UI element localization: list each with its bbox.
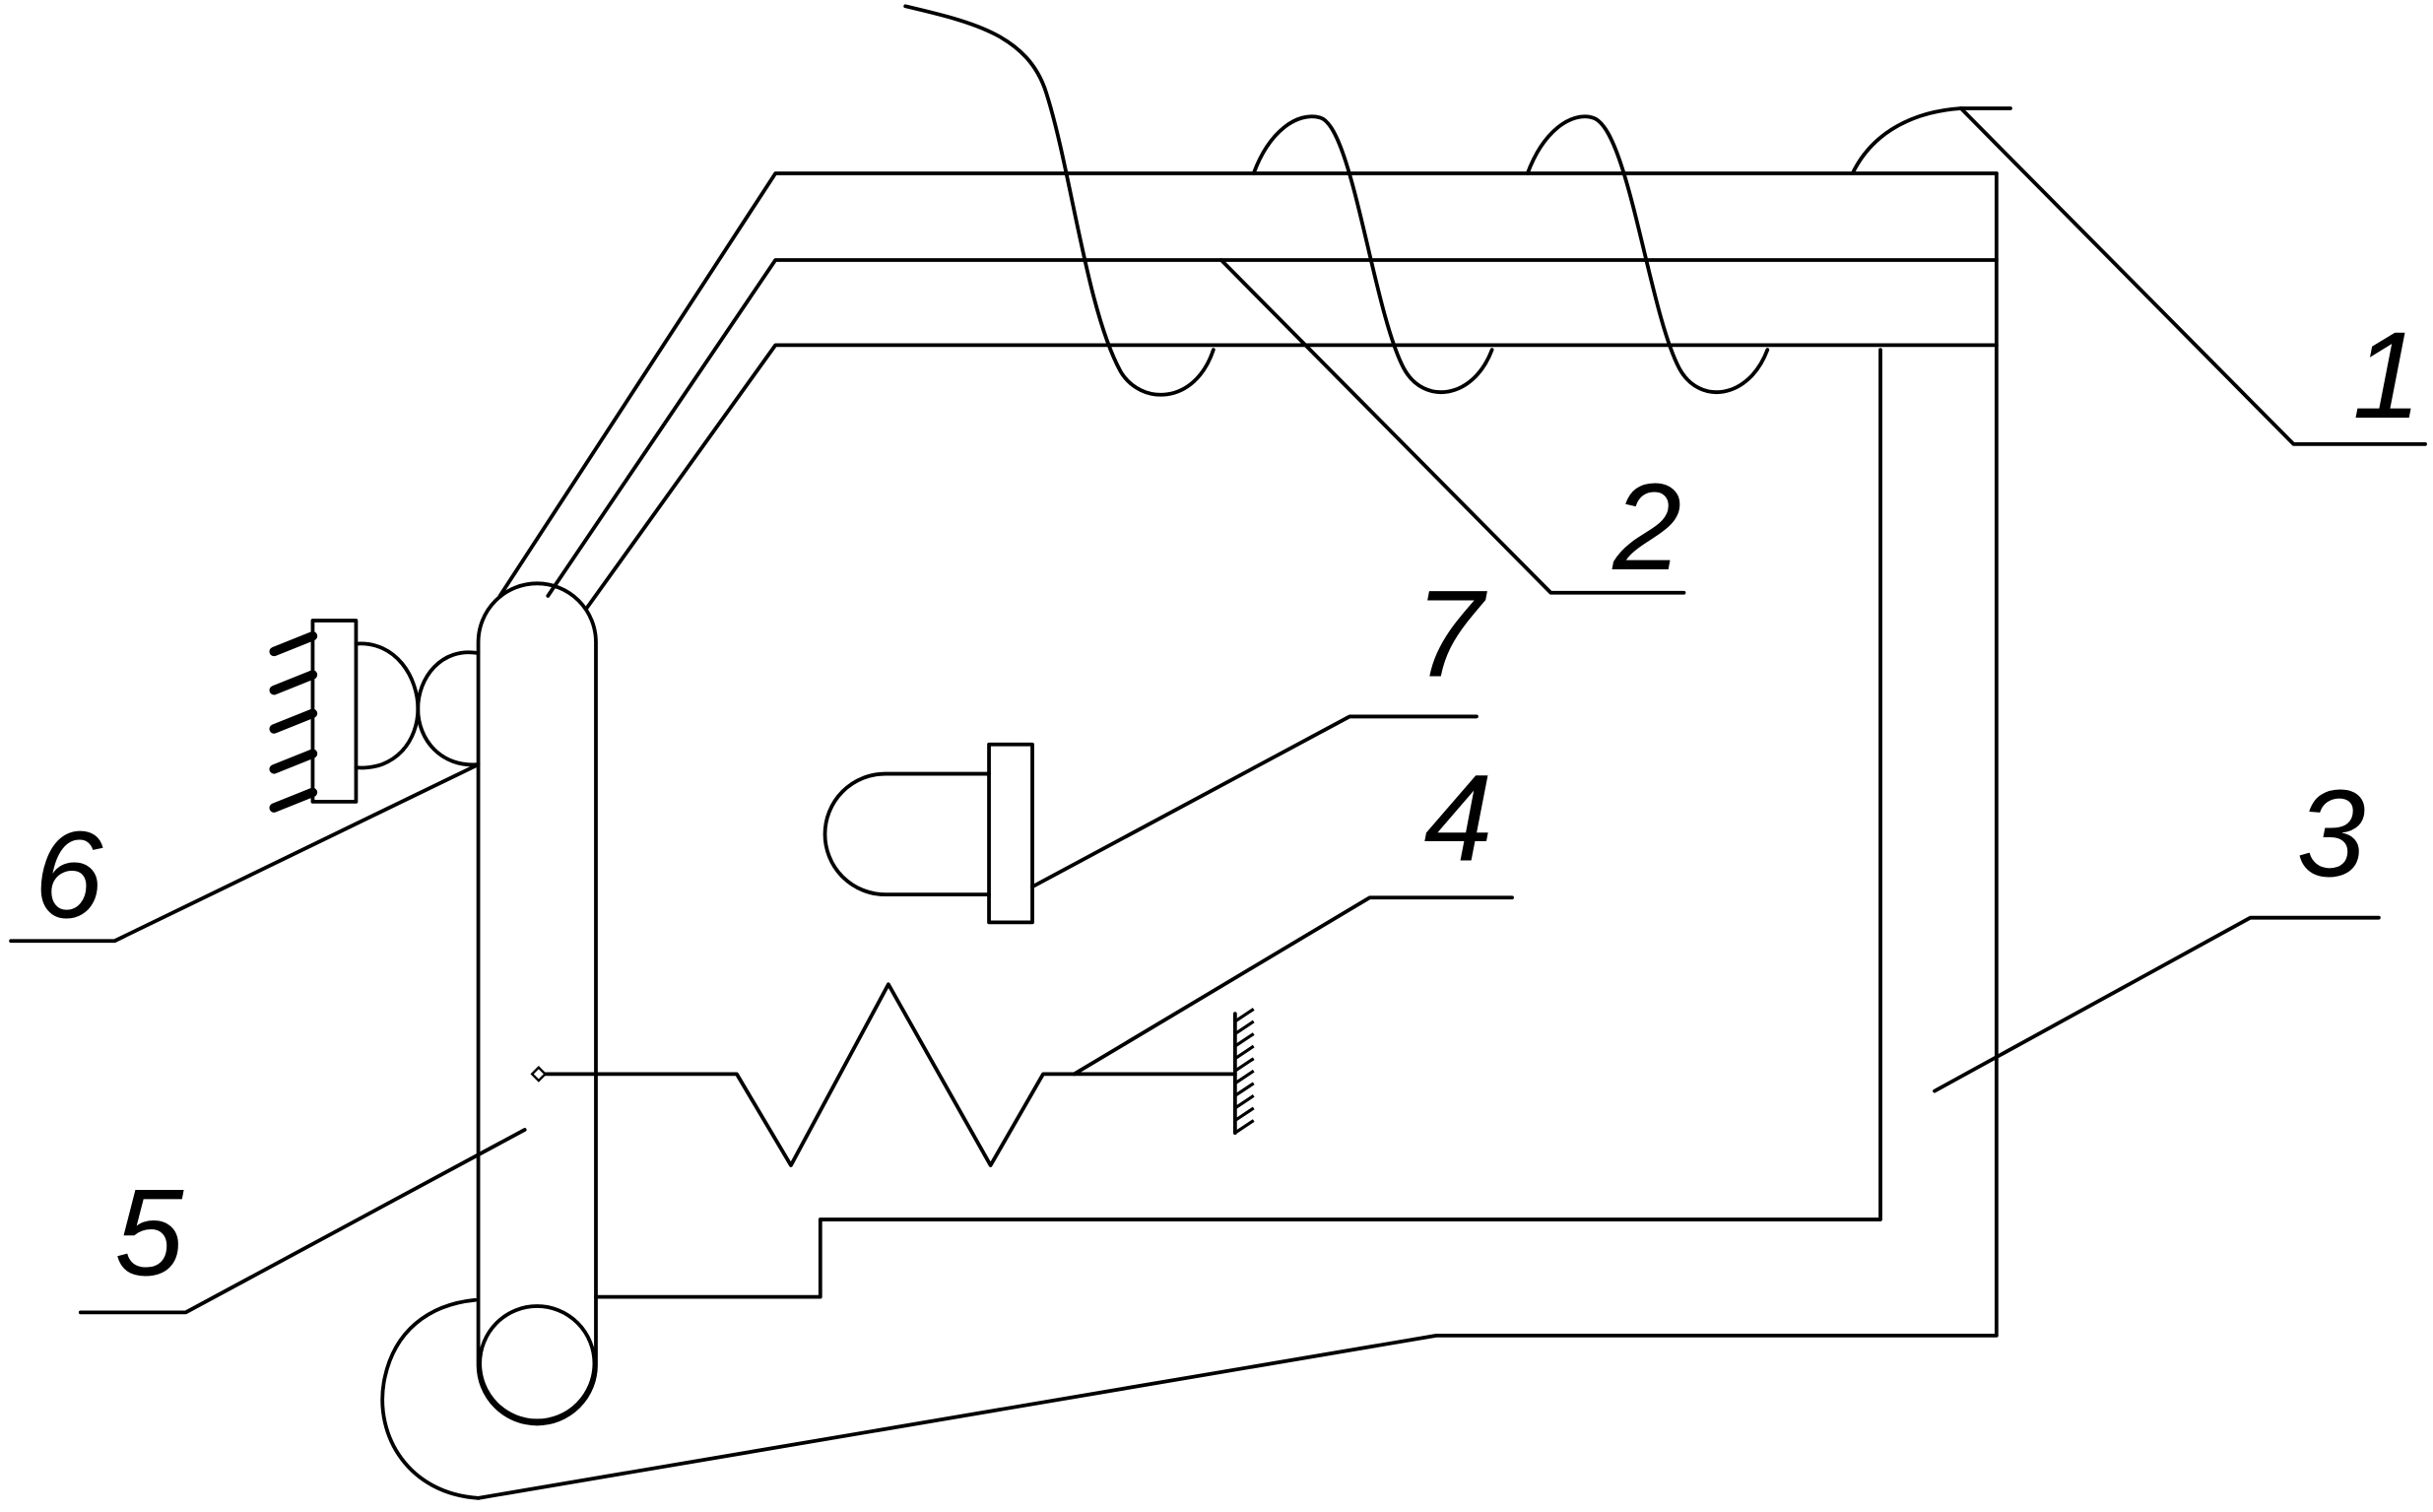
- part-labels: 1 2 3 4 5 6 7: [34, 305, 2421, 1301]
- contact-part-6: [269, 619, 481, 813]
- contact-part-7: [822, 742, 1034, 925]
- leader-lines: [9, 106, 2427, 1315]
- lever-part-5: [476, 581, 598, 1426]
- body-frame-part-3: [380, 171, 1999, 1500]
- label-3: 3: [2297, 763, 2366, 902]
- contact-6-dome: [354, 641, 421, 770]
- rail-outer: [497, 171, 1999, 598]
- label-7: 7: [1414, 564, 1487, 703]
- upper-rails: [497, 171, 1999, 611]
- tension-spring-part-4: [530, 982, 1255, 1167]
- leader-7: [1030, 714, 1479, 889]
- lever-contact-dome: [416, 650, 481, 767]
- lever-pivot-circle: [478, 1304, 597, 1423]
- leader-3: [1933, 915, 2381, 1093]
- rail-inner: [584, 343, 1999, 611]
- coil-spring-part-1: [903, 4, 2012, 397]
- label-5: 5: [114, 1163, 184, 1302]
- contact-6-plate: [310, 619, 359, 804]
- rail-middle: [546, 258, 1999, 598]
- leader-2: [1218, 258, 1686, 595]
- label-2: 2: [1611, 457, 1681, 596]
- label-6: 6: [34, 806, 103, 945]
- label-4: 4: [1424, 749, 1493, 887]
- leader-6: [9, 762, 481, 944]
- leader-5: [78, 1128, 527, 1315]
- contact-7-dome: [822, 771, 991, 897]
- contact-7-plate: [987, 742, 1034, 925]
- leader-1: [1958, 106, 2427, 446]
- label-1: 1: [2352, 305, 2421, 444]
- leader-4: [1072, 895, 1514, 1077]
- spring-anchor-point: [530, 1066, 548, 1083]
